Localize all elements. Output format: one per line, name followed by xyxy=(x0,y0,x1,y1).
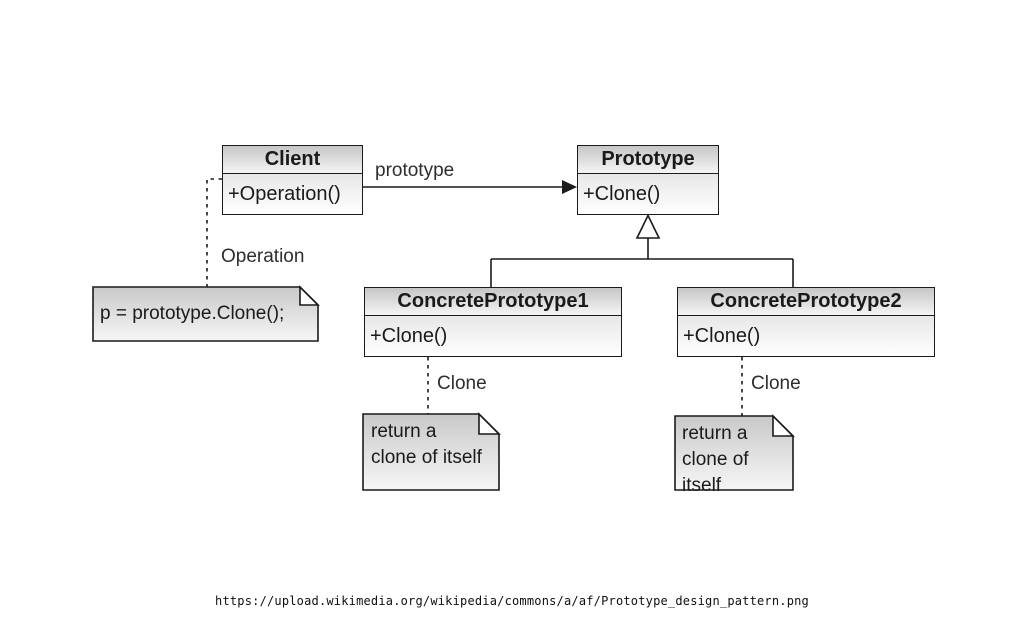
note-label-operation: Operation xyxy=(221,246,305,267)
class-box-concrete-prototype-2: ConcretePrototype2 +Clone() xyxy=(677,287,935,357)
class-method-concrete-prototype-2: +Clone() xyxy=(678,316,934,356)
class-name-prototype: Prototype xyxy=(578,146,718,174)
class-box-client: Client +Operation() xyxy=(222,145,363,215)
note-fold-icon xyxy=(478,412,501,435)
association-arrowhead-icon xyxy=(562,180,577,194)
note-text-clone-left: return a clone of itself xyxy=(371,421,482,468)
class-name-concrete-prototype-1: ConcretePrototype1 xyxy=(365,288,621,316)
note-shape-clone-right xyxy=(674,415,794,491)
note-connector-operation xyxy=(206,178,222,287)
note-shape-operation xyxy=(92,286,319,342)
class-name-concrete-prototype-2: ConcretePrototype2 xyxy=(678,288,934,316)
class-box-concrete-prototype-1: ConcretePrototype1 +Clone() xyxy=(364,287,622,357)
class-method-client: +Operation() xyxy=(223,174,362,214)
association-label-prototype: prototype xyxy=(375,160,455,181)
note-shape-clone-left xyxy=(362,413,500,491)
note-label-clone-right: Clone xyxy=(751,373,801,394)
note-fold-icon xyxy=(299,285,320,306)
class-method-prototype: +Clone() xyxy=(578,174,718,214)
class-name-client: Client xyxy=(223,146,362,174)
note-text-operation: p = prototype.Clone(); xyxy=(100,303,285,324)
note-fold-icon xyxy=(772,414,795,437)
generalization-triangle-icon xyxy=(635,213,661,239)
class-method-concrete-prototype-1: +Clone() xyxy=(365,316,621,356)
note-text-clone-right: return a clone of itself xyxy=(682,423,749,496)
source-url: https://upload.wikimedia.org/wikipedia/c… xyxy=(215,594,809,608)
class-box-prototype: Prototype +Clone() xyxy=(577,145,719,215)
note-label-clone-left: Clone xyxy=(437,373,487,394)
